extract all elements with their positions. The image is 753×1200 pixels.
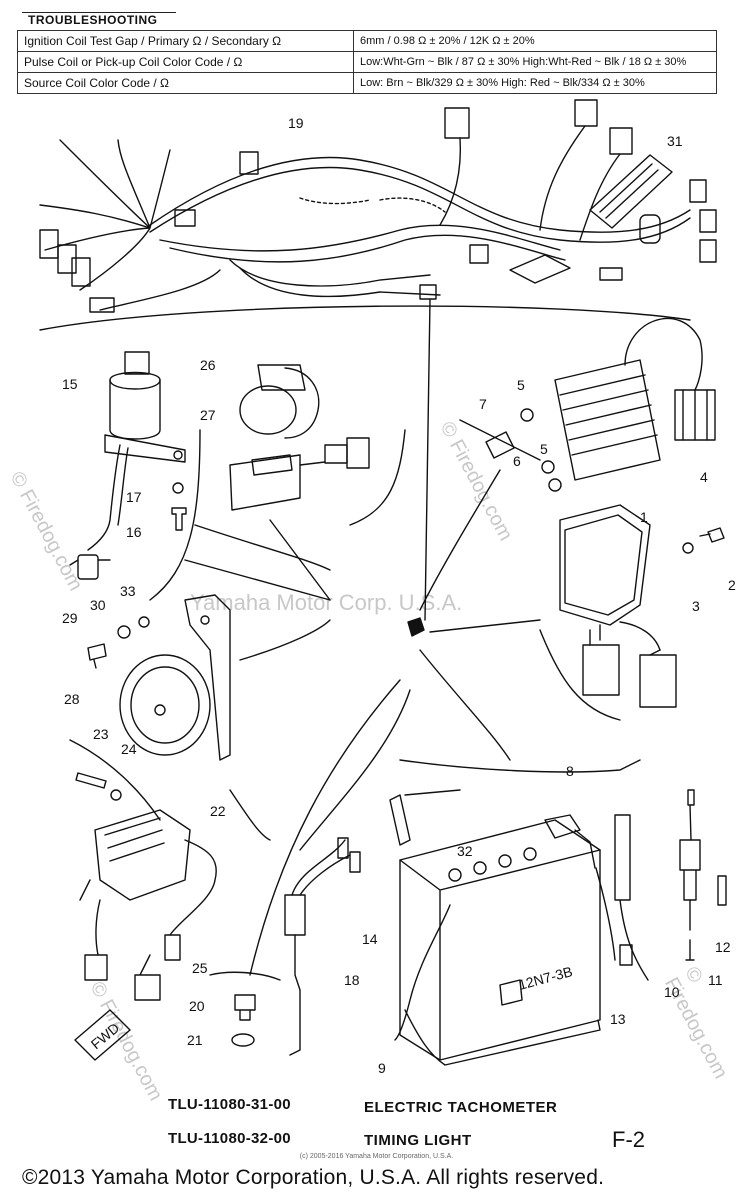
callout-label: 18 (344, 972, 360, 988)
battery-lead (595, 867, 616, 961)
callout-label: 5 (540, 441, 548, 457)
horn (119, 594, 231, 761)
callout-label: 19 (288, 115, 304, 131)
fwd-arrow (74, 1009, 131, 1061)
callout-label: 33 (120, 583, 136, 599)
fuse-assembly-11 (679, 789, 727, 961)
callout-label: 27 (200, 407, 216, 423)
ignition-switch (69, 351, 186, 580)
callout-label: 3 (692, 598, 700, 614)
washer-3 (682, 542, 694, 554)
table-row: Pulse Coil or Pick-up Coil Color Code / … (17, 51, 717, 73)
table-cell: Low: Brn ~ Blk/329 Ω ± 30% High: Red ~ B… (353, 72, 717, 94)
nut-6 (548, 478, 562, 492)
part-number: TLU-11080-32-00 (168, 1130, 291, 1147)
callout-label: 2 (728, 577, 736, 593)
central-component (407, 617, 425, 637)
callout-label: 15 (62, 376, 78, 392)
washer-33 (138, 616, 150, 628)
callout-label: 17 (126, 489, 142, 505)
wire-strip-32 (389, 789, 461, 846)
callout-label: 31 (667, 133, 683, 149)
table-cell: Source Coil Color Code / Ω (17, 72, 354, 94)
callout-label: 29 (62, 610, 78, 626)
troubleshooting-table: Ignition Coil Test Gap / Primary Ω / Sec… (17, 30, 717, 94)
table-cell: Pulse Coil or Pick-up Coil Color Code / … (17, 51, 354, 73)
screw-2 (699, 527, 725, 543)
leader-lines (184, 299, 541, 976)
callout-label: 32 (457, 843, 473, 859)
callout-label: 10 (664, 984, 680, 1000)
section-bracket (69, 739, 271, 841)
spark-plug-cap (134, 954, 161, 1001)
table-cell: 6mm / 0.98 Ω ± 20% / 12K Ω ± 20% (353, 30, 717, 52)
bolt-29 (87, 643, 107, 669)
callout-label: 26 (200, 357, 216, 373)
washer-30 (117, 625, 131, 639)
pressure-switch-18 (284, 837, 361, 1056)
callout-label: 4 (700, 469, 708, 485)
ignition-coil (79, 809, 217, 981)
rectifier-regulator (554, 317, 716, 481)
small-copyright: (c) 2005-2016 Yamaha Motor Corporation, … (299, 1153, 454, 1160)
battery-model-label: 12N7-3B (517, 963, 575, 993)
callout-label: 11 (708, 972, 723, 988)
callout-label: 16 (126, 524, 142, 540)
section-bracket (399, 759, 641, 773)
washer-17 (172, 482, 184, 494)
callout-label: 9 (378, 1060, 386, 1076)
callout-label: 13 (610, 1011, 626, 1027)
electrical-unit (229, 437, 370, 511)
troubleshooting-title: TROUBLESHOOTING (22, 12, 176, 27)
part-name: ELECTRIC TACHOMETER (364, 1099, 558, 1116)
callout-label: 21 (187, 1032, 203, 1048)
clamp-13 (619, 944, 633, 966)
section-bracket (539, 629, 621, 721)
neutral-switch-20 (234, 994, 256, 1021)
callout-label: 12 (715, 939, 731, 955)
relay (239, 364, 320, 439)
callout-label: 24 (121, 741, 137, 757)
callout-label: 1 (640, 509, 648, 525)
fuse-holder (589, 154, 673, 229)
table-cell: Ignition Coil Test Gap / Primary Ω / Sec… (17, 30, 354, 52)
figure-id: F-2 (612, 1127, 645, 1152)
washer-5 (520, 408, 534, 422)
collar-7 (485, 431, 515, 459)
callout-label: 30 (90, 597, 106, 613)
callout-label: 25 (192, 960, 208, 976)
callout-label: 23 (93, 726, 109, 742)
battery (394, 814, 601, 1066)
section-bracket (209, 971, 281, 981)
washer-24 (110, 789, 122, 801)
table-row: Source Coil Color Code / Ω Low: Brn ~ Bl… (17, 72, 717, 94)
vent-tube-10 (614, 814, 649, 981)
washer-21 (231, 1033, 255, 1047)
screw-16 (171, 507, 187, 531)
copyright-notice: ©2013 Yamaha Motor Corporation, U.S.A. A… (22, 1166, 605, 1189)
bolt-23 (75, 772, 107, 789)
wire-harness (39, 99, 717, 313)
callout-label: 5 (517, 377, 525, 393)
callout-label: 20 (189, 998, 205, 1014)
part-name: TIMING LIGHT (364, 1132, 472, 1149)
section-bracket (39, 305, 691, 331)
callout-label: 22 (210, 803, 226, 819)
callout-label: 6 (513, 453, 521, 469)
callout-label: 8 (566, 763, 574, 779)
callout-label: 14 (362, 931, 378, 947)
section-bracket (459, 419, 541, 461)
callout-label: 7 (479, 396, 487, 412)
washer-5 (541, 460, 555, 474)
table-row: Ignition Coil Test Gap / Primary Ω / Sec… (17, 30, 717, 52)
table-cell: Low:Wht-Grn ~ Blk / 87 Ω ± 30% High:Wht-… (353, 51, 717, 73)
cdi-unit (559, 504, 677, 708)
section-bracket (149, 429, 406, 601)
part-number: TLU-11080-31-00 (168, 1096, 291, 1113)
callout-label: 28 (64, 691, 80, 707)
